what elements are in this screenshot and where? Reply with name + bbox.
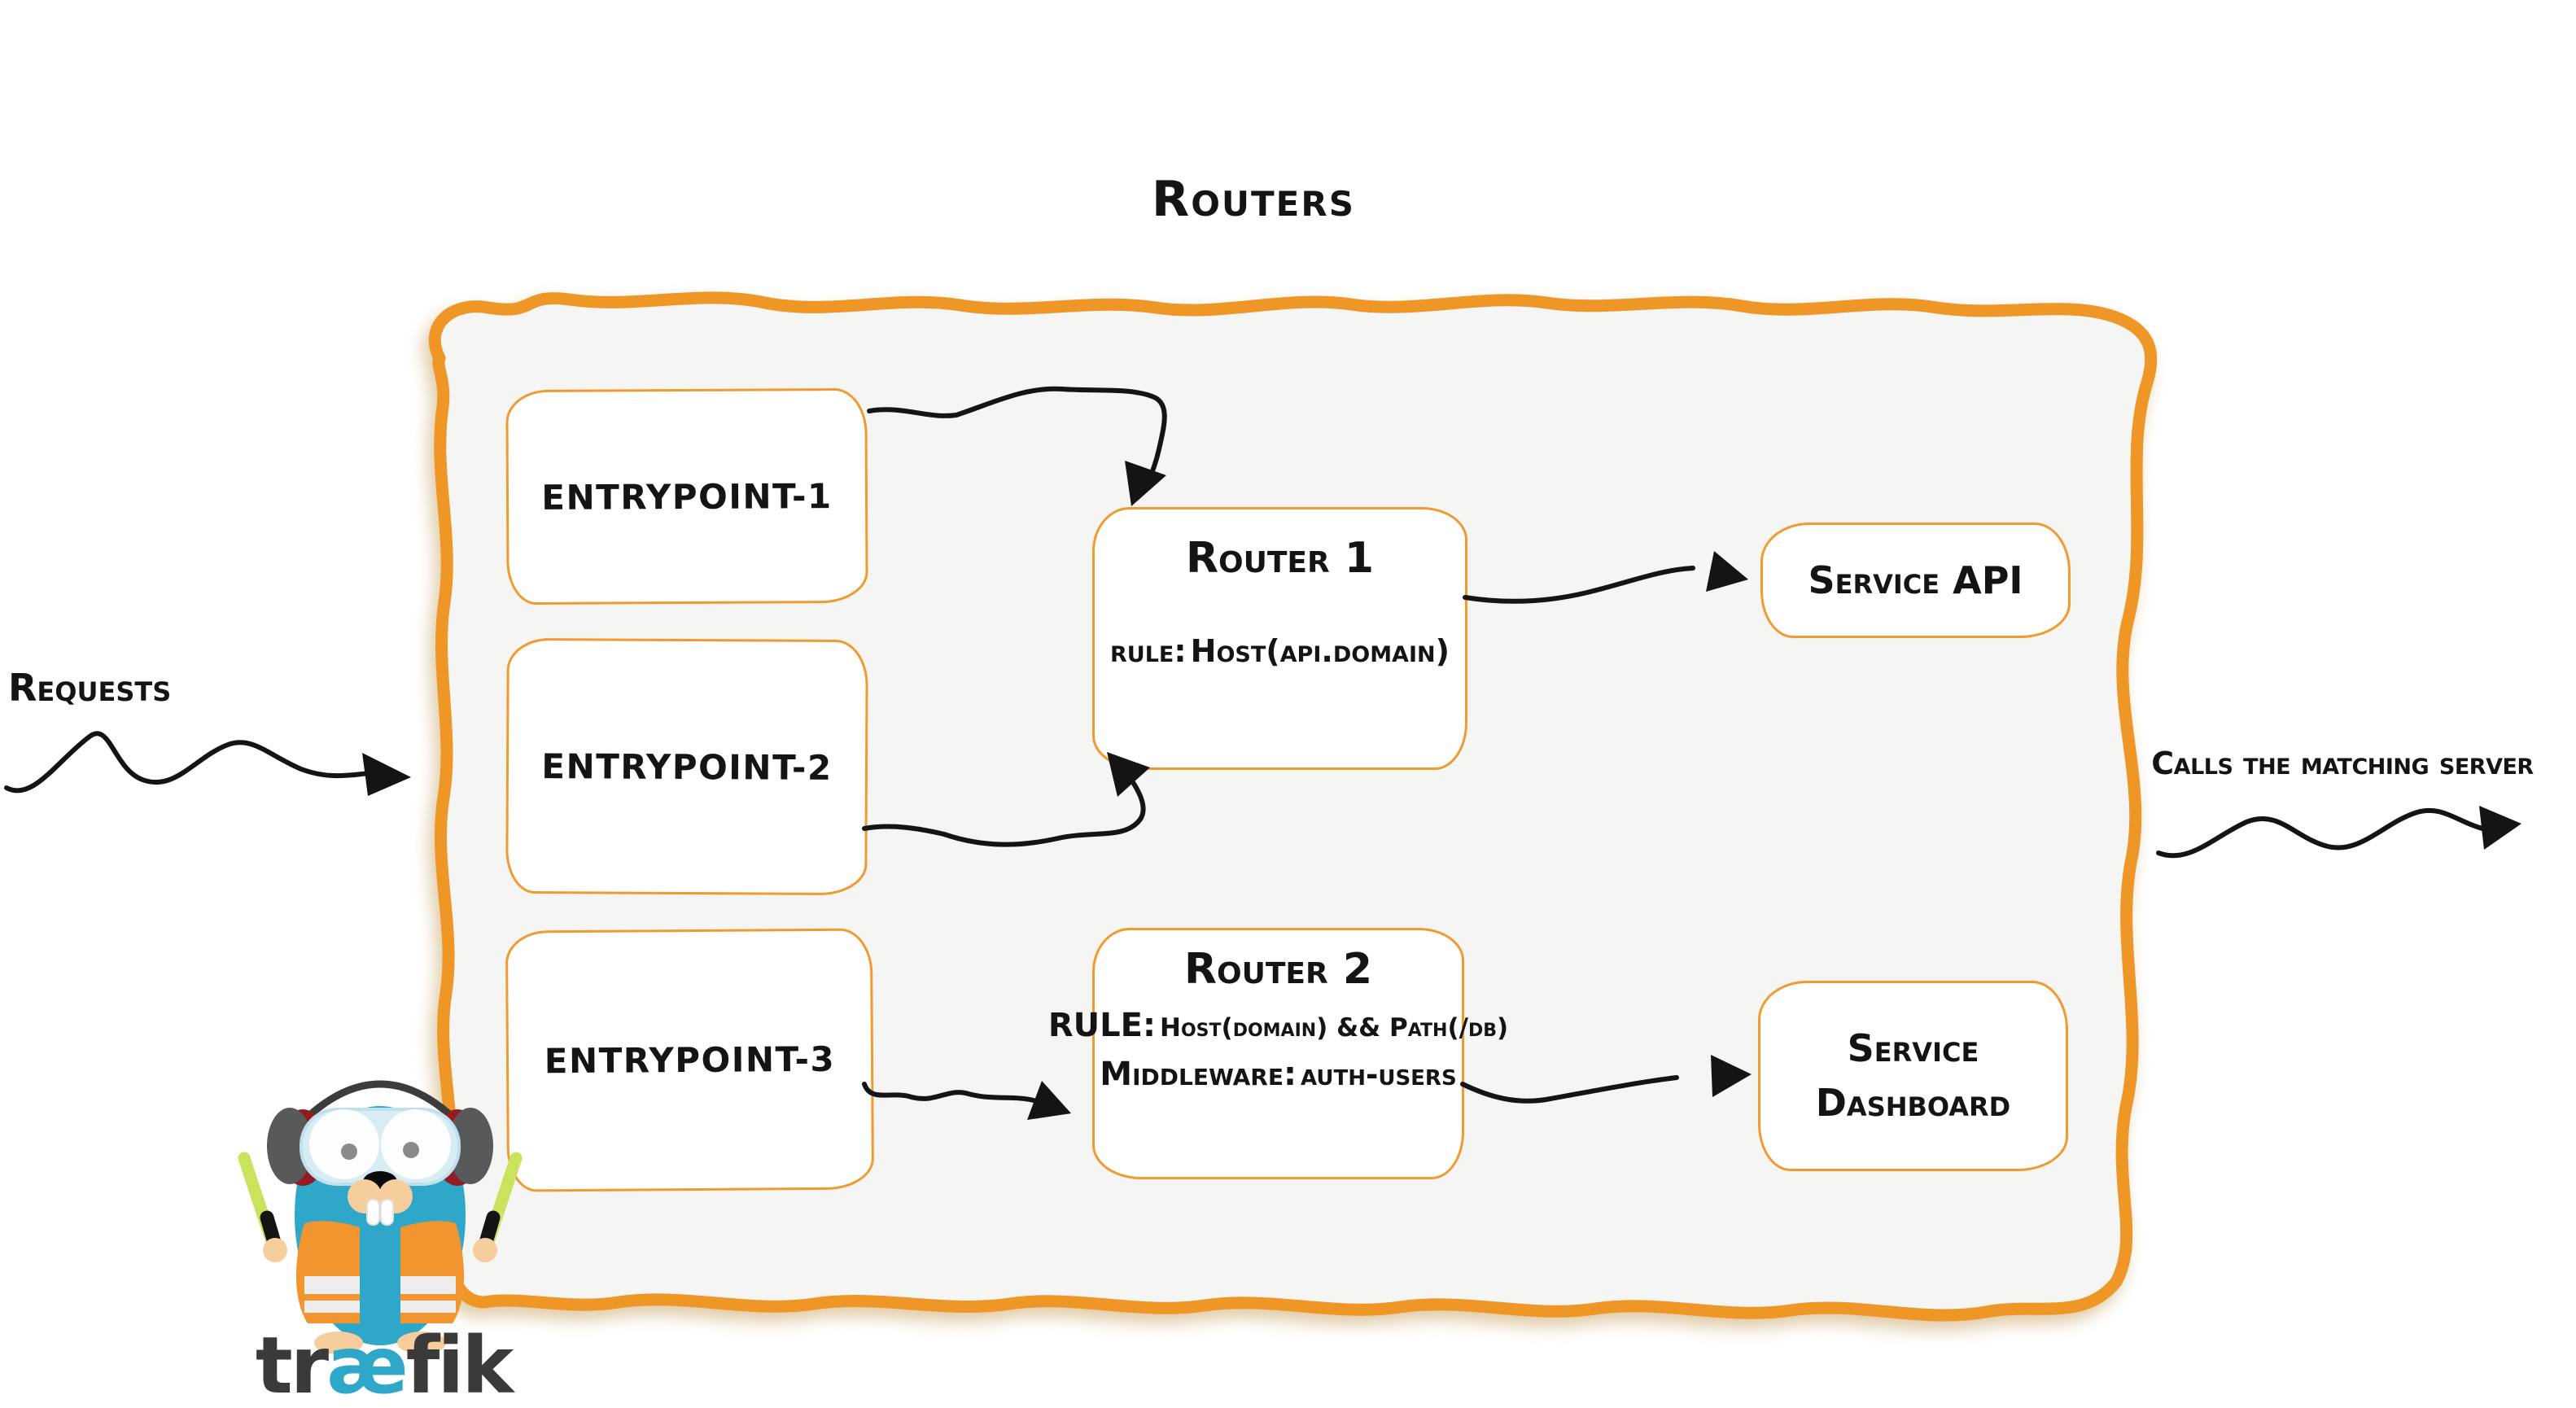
requests-label: Requests xyxy=(8,666,172,710)
service-dashboard-label: Service Dashboard xyxy=(1815,1026,2011,1125)
router-2-rule-body: Host(domain) && Path(/db) xyxy=(1160,1013,1509,1043)
service-api-box: Service API xyxy=(1760,523,2071,638)
page-title: Routers xyxy=(1152,171,1355,228)
calls-matching-server-label: Calls the matching server xyxy=(2151,746,2534,781)
router-2-title: Router 2 xyxy=(1183,945,1373,994)
entrypoint-2-box: entrypoint-2 xyxy=(505,637,868,896)
wordmark-ae: æ xyxy=(326,1320,409,1408)
entrypoint-1-box: entrypoint-1 xyxy=(505,387,868,606)
safety-vest xyxy=(295,1221,465,1323)
gopher-hands xyxy=(263,1238,497,1262)
entrypoint-1-label: entrypoint-1 xyxy=(541,475,833,518)
router-1-rule: rule: Host(api.domain) xyxy=(1110,633,1450,669)
router-2-middleware: Middleware: auth-users xyxy=(1100,1056,1456,1093)
traefik-wordmark: træfik xyxy=(241,1320,526,1408)
light-sticks xyxy=(238,1152,523,1253)
router-1-rule-prefix: rule: xyxy=(1110,633,1187,669)
wordmark-fik: fik xyxy=(405,1320,514,1408)
wordmark-tr: tr xyxy=(255,1320,329,1408)
gopher-goggles xyxy=(300,1108,461,1186)
service-api-label: Service API xyxy=(1808,558,2023,602)
service-dashboard-box: Service Dashboard xyxy=(1758,981,2068,1171)
entrypoint-2-label: entrypoint-2 xyxy=(541,746,833,788)
traefik-gopher-mascot-icon xyxy=(238,1080,523,1354)
router-2-box: Router 2 RULE: Host(domain) && Path(/db)… xyxy=(1048,928,1508,1179)
router-2-middleware-prefix: Middleware: xyxy=(1100,1056,1297,1093)
router-2-rule-prefix: RULE: xyxy=(1047,1007,1156,1044)
router-1-rule-body: Host(api.domain) xyxy=(1190,633,1450,669)
entrypoint-3-box: entrypoint-3 xyxy=(505,928,875,1192)
entrypoint-3-label: entrypoint-3 xyxy=(544,1039,836,1082)
gopher-feet xyxy=(314,1331,446,1354)
gopher-face xyxy=(348,1171,413,1226)
router-1-title: Router 1 xyxy=(1185,534,1375,583)
router-2-middleware-body: auth-users xyxy=(1301,1057,1457,1092)
router-2-rule: RULE: Host(domain) && Path(/db) xyxy=(1048,1007,1508,1044)
router-1-box: Router 1 rule: Host(api.domain) xyxy=(1092,507,1467,770)
